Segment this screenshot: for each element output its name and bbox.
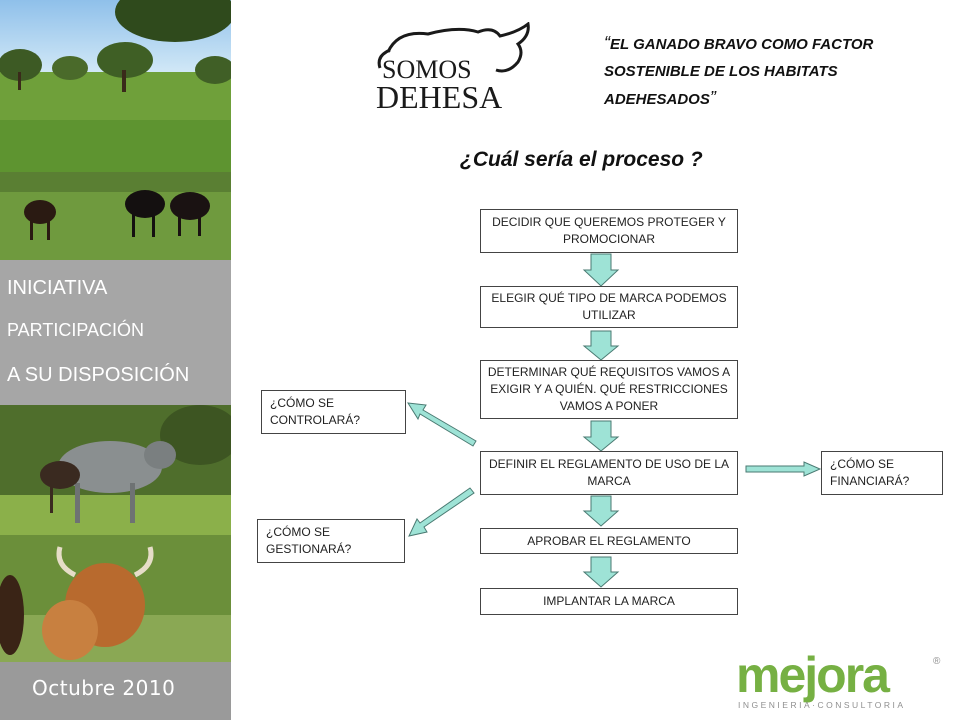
down-arrow-2 <box>582 330 620 361</box>
bulls-herd-photo <box>0 172 231 260</box>
flow-step-decidir: DECIDIR QUE QUEREMOS PROTEGER Y PROMOCIO… <box>480 209 738 253</box>
flow-step-elegir: ELEGIR QUÉ TIPO DE MARCA PODEMOS UTILIZA… <box>480 286 738 328</box>
quote-line1: EL GANADO BRAVO COMO FACTOR <box>610 36 874 53</box>
quote-line3: ADEHESADOS <box>604 91 710 108</box>
menu-item-iniciativa[interactable]: INICIATIVA <box>7 277 108 299</box>
menu-item-a-su-disposicion[interactable]: A SU DISPOSICIÓN <box>7 364 190 386</box>
down-arrow-4 <box>582 495 620 527</box>
open-quote: “ <box>604 33 610 53</box>
quote-line2: SOSTENIBLE DE LOS HABITATS <box>604 63 838 80</box>
down-arrow-5 <box>582 556 620 588</box>
process-question-heading: ¿Cuál sería el proceso ? <box>460 148 703 171</box>
dehesa-landscape-photo <box>0 0 231 172</box>
menu-item-participacion[interactable]: PARTICIPACIÓN <box>7 320 145 340</box>
flow-step-determinar: DETERMINAR QUÉ REQUISITOS VAMOS A EXIGIR… <box>480 360 738 419</box>
arrow-to-financiara <box>745 461 822 477</box>
flow-step-definir: DEFINIR EL REGLAMENTO DE USO DE LA MARCA <box>480 451 738 495</box>
down-arrow-1 <box>582 253 620 287</box>
side-box-controlara: ¿CÓMO SE CONTROLARÁ? <box>261 390 406 434</box>
side-box-financiara: ¿CÓMO SE FINANCIARÁ? <box>821 451 943 495</box>
logo-line2: DEHESA <box>376 79 502 114</box>
sidebar: INICIATIVA PARTICIPACIÓN A SU DISPOSICIÓ… <box>0 0 231 720</box>
logo-line1: SOMOS <box>382 55 472 84</box>
registered-mark: ® <box>933 656 941 667</box>
flow-step-implantar: IMPLANTAR LA MARCA <box>480 588 738 615</box>
sidebar-menu: INICIATIVA PARTICIPACIÓN A SU DISPOSICIÓ… <box>0 260 231 405</box>
down-arrow-3 <box>582 420 620 452</box>
somos-dehesa-logo: SOMOS DEHESA <box>368 21 540 115</box>
grey-bull-photo <box>0 405 231 535</box>
side-box-gestionara: ¿CÓMO SE GESTIONARÁ? <box>257 519 405 563</box>
mejora-tagline: INGENIERIA·CONSULTORIA <box>738 700 906 710</box>
mejora-logo: mejora ® INGENIERIA·CONSULTORIA <box>736 647 946 712</box>
arrow-to-controlara <box>407 402 477 447</box>
bull-silhouette-icon: SOMOS DEHESA <box>376 21 530 115</box>
brown-bull-photo <box>0 535 231 662</box>
date-box: Octubre 2010 <box>0 662 231 720</box>
date-label: Octubre 2010 <box>32 676 176 700</box>
arrow-to-gestionara <box>408 487 475 537</box>
flow-step-aprobar: APROBAR EL REGLAMENTO <box>480 528 738 554</box>
slogan-quote: “EL GANADO BRAVO COMO FACTOR SOSTENIBLE … <box>604 30 954 113</box>
mejora-wordmark: mejora <box>736 652 891 703</box>
close-quote: ” <box>709 88 716 108</box>
